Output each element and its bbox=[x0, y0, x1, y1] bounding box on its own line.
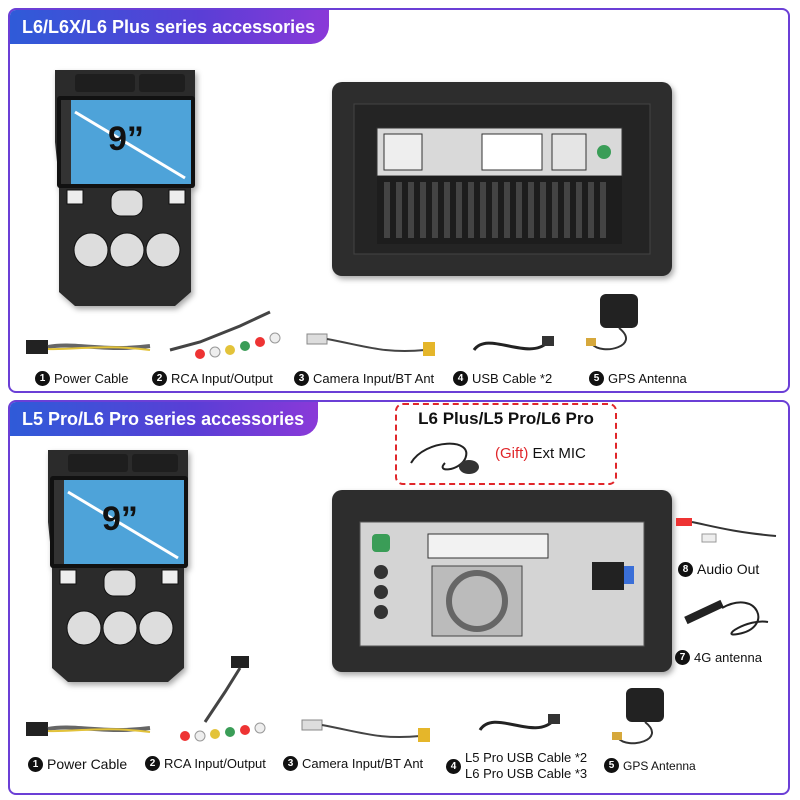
power-cable-image bbox=[26, 340, 151, 354]
rear-unit-image bbox=[332, 490, 672, 672]
item-number-badge: 3 bbox=[294, 371, 309, 386]
rear-unit-image bbox=[332, 82, 672, 276]
camera-bt-cable-image bbox=[306, 333, 435, 356]
item-label: GPS Antenna bbox=[608, 371, 687, 386]
bottom-accessories-panel: L5 Pro/L6 Pro series accessories bbox=[8, 400, 790, 795]
item-label: Audio Out bbox=[697, 561, 760, 577]
side-item-7: 7 4G antenna bbox=[675, 650, 762, 665]
top-item-2: 2 RCA Input/Output bbox=[152, 371, 273, 386]
top-item-3: 3 Camera Input/BT Ant bbox=[294, 371, 434, 386]
bottom-item-3: 3 Camera Input/BT Ant bbox=[283, 756, 423, 771]
gift-prefix: (Gift) bbox=[495, 445, 529, 462]
item-label: Camera Input/BT Ant bbox=[302, 756, 424, 771]
head-unit-frame-image bbox=[55, 70, 195, 306]
item-number-badge: 2 bbox=[145, 756, 160, 771]
usb-cable-image bbox=[472, 336, 554, 352]
bottom-section-title: L5 Pro/L6 Pro series accessories bbox=[10, 402, 319, 436]
rca-cable-image bbox=[180, 656, 266, 742]
audio-out-cable-image bbox=[676, 518, 777, 543]
top-section-title: L6/L6X/L6 Plus series accessories bbox=[10, 10, 330, 44]
gift-line: (Gift) Ext MIC bbox=[495, 445, 586, 462]
gift-label: Ext MIC bbox=[532, 445, 586, 462]
head-unit-frame-image bbox=[48, 450, 188, 682]
item-number-badge: 5 bbox=[589, 371, 604, 386]
4g-antenna-image bbox=[684, 599, 769, 636]
item-label-line2: L6 Pro USB Cable *3 bbox=[465, 766, 588, 781]
item-label: 4G antenna bbox=[694, 650, 762, 665]
top-accessories-panel: L6/L6X/L6 Plus series accessories bbox=[8, 8, 790, 393]
top-item-5: 5 GPS Antenna bbox=[589, 371, 687, 386]
item-number-badge: 7 bbox=[675, 650, 690, 665]
item-label: RCA Input/Output bbox=[164, 756, 266, 771]
item-number-badge: 1 bbox=[28, 756, 43, 772]
item-label-group: L5 Pro USB Cable *2 L6 Pro USB Cable *3 bbox=[465, 750, 587, 782]
item-label-line1: L5 Pro USB Cable *2 bbox=[465, 750, 588, 765]
item-number-badge: 4 bbox=[446, 758, 461, 774]
usb-cable-image bbox=[478, 714, 560, 731]
gift-mic-box: L6 Plus/L5 Pro/L6 Pro (Gift) Ext MIC bbox=[395, 403, 617, 485]
screen-size-label: 9” bbox=[102, 500, 138, 538]
camera-bt-cable-image bbox=[301, 719, 430, 742]
ext-mic-image bbox=[410, 442, 479, 474]
screen-size-label: 9” bbox=[108, 120, 144, 158]
rca-cable-image bbox=[169, 310, 281, 359]
item-label: Power Cable bbox=[47, 756, 128, 772]
top-item-1: 1 Power Cable bbox=[35, 371, 128, 386]
item-number-badge: 8 bbox=[678, 561, 693, 577]
item-label: RCA Input/Output bbox=[171, 371, 273, 386]
item-number-badge: 4 bbox=[453, 371, 468, 386]
item-number-badge: 2 bbox=[152, 371, 167, 386]
item-label: GPS Antenna bbox=[623, 758, 696, 773]
bottom-item-2: 2 RCA Input/Output bbox=[145, 756, 266, 771]
item-label: USB Cable *2 bbox=[472, 371, 553, 386]
power-cable-image bbox=[26, 722, 151, 736]
top-item-4: 4 USB Cable *2 bbox=[453, 371, 552, 386]
item-number-badge: 1 bbox=[35, 371, 50, 386]
gps-antenna-image bbox=[586, 294, 638, 351]
bottom-item-4: 4 L5 Pro USB Cable *2 L6 Pro USB Cable *… bbox=[446, 750, 587, 782]
item-label: Power Cable bbox=[54, 371, 129, 386]
item-number-badge: 3 bbox=[283, 756, 298, 771]
bottom-item-1: 1 Power Cable bbox=[28, 756, 127, 772]
gps-antenna-image bbox=[612, 688, 664, 745]
item-number-badge: 5 bbox=[604, 758, 619, 773]
item-label: Camera Input/BT Ant bbox=[313, 371, 435, 386]
gift-title: L6 Plus/L5 Pro/L6 Pro bbox=[418, 409, 594, 428]
bottom-item-5: 5 GPS Antenna bbox=[604, 758, 696, 773]
side-item-8: 8 Audio Out bbox=[678, 561, 759, 577]
